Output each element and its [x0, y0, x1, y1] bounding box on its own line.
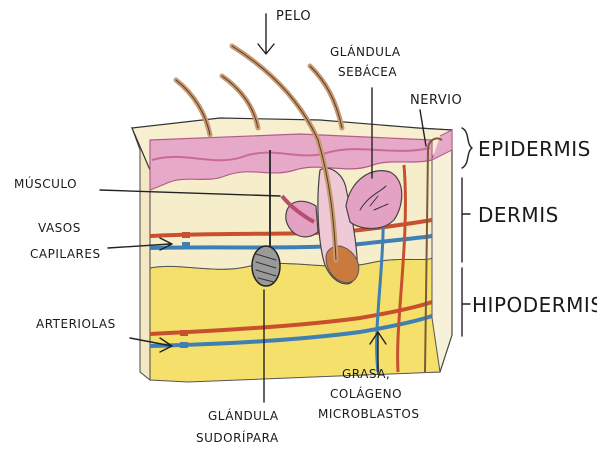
label-vasos-2: CAPILARES — [30, 247, 101, 261]
label-glandula-sebacea-2: SEBÁCEA — [338, 64, 397, 79]
label-nervio: NERVIO — [410, 93, 462, 108]
dermis-bracket — [462, 178, 470, 262]
capillary-marker-blue — [182, 242, 190, 248]
label-sudoripara-1: GLÁNDULA — [208, 408, 279, 423]
label-musculo: MÚSCULO — [14, 176, 77, 191]
label-epidermis: EPIDERMIS — [478, 137, 591, 161]
label-arteriolas: ARTERIOLAS — [36, 317, 116, 331]
capillary-marker-red — [182, 232, 190, 238]
label-grasa-2: COLÁGENO — [330, 386, 402, 401]
label-hipodermis: HIPODERMIS — [472, 293, 597, 317]
label-pelo: PELO — [276, 9, 311, 24]
pelo-arrow — [258, 14, 274, 54]
label-grasa-3: MICROBLASTOS — [318, 407, 419, 421]
hipodermis-bracket — [462, 268, 470, 336]
label-vasos-1: VASOS — [38, 221, 81, 235]
epidermis-bracket — [462, 128, 472, 168]
label-sudoripara-2: SUDORÍPARA — [196, 430, 279, 445]
block-left-face — [132, 128, 150, 380]
label-glandula-sebacea-1: GLÁNDULA — [330, 44, 401, 59]
arteriole-marker-red — [180, 330, 188, 336]
arteriole-marker-blue — [180, 342, 188, 348]
label-grasa-1: GRASA, — [342, 367, 390, 381]
label-dermis: DERMIS — [478, 203, 559, 227]
